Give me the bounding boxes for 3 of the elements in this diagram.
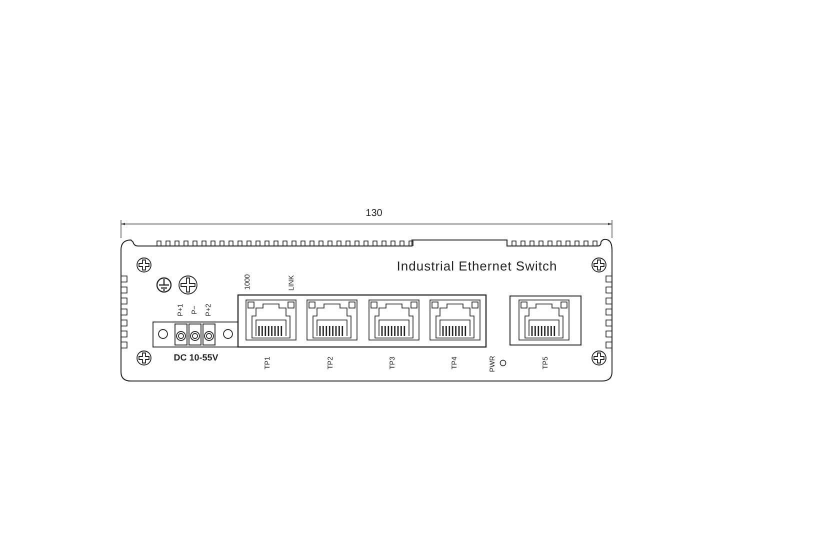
dimension-label: 130 [366, 209, 382, 219]
power-rating-label: DC 10-55V [174, 354, 218, 362]
device-title: Industrial Ethernet Switch [396, 260, 558, 272]
